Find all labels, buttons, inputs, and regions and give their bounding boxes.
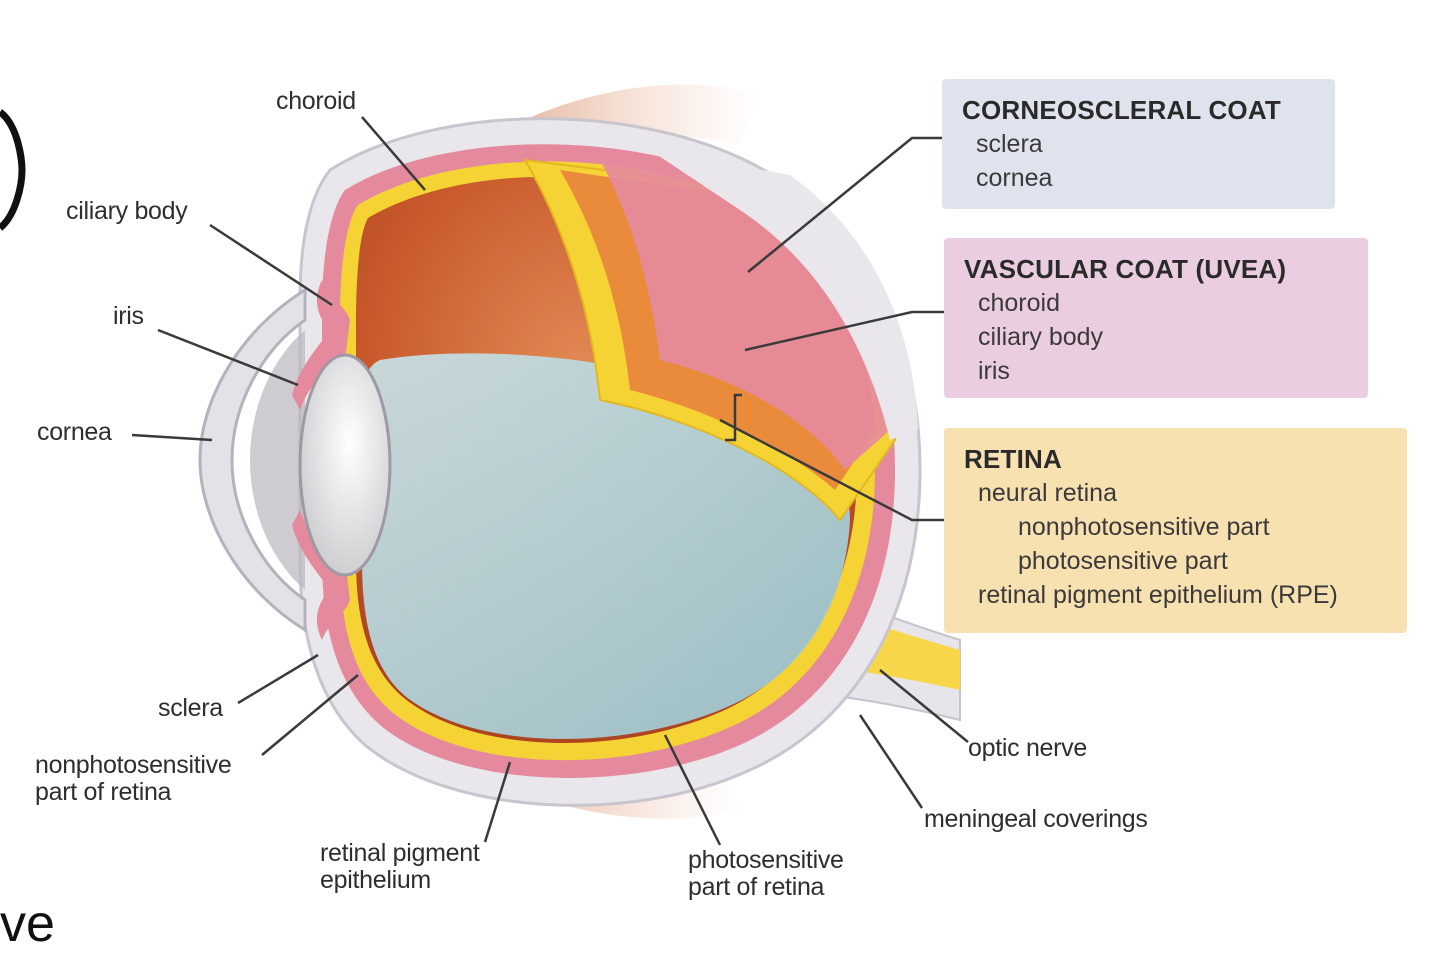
eye-cross-section-illustration [131,84,969,846]
label-rpe-2: epithelium [320,866,431,894]
retina-bracket [725,393,742,442]
label-photosensitive-1: photosensitive [688,846,844,874]
label-cornea: cornea [37,418,112,446]
corneoscleral-item-sclera: sclera [976,130,1043,158]
lens [298,353,392,577]
vascular-item-iris: iris [978,357,1010,385]
retina-sub-photosensitive: photosensitive part [1018,547,1228,575]
retina-item-neural: neural retina [978,479,1117,507]
label-optic-nerve: optic nerve [968,734,1087,762]
text-fragment-bottom: ve [0,895,55,953]
label-meningeal-coverings: meningeal coverings [924,805,1148,833]
label-nonphotosensitive-2: part of retina [35,778,172,806]
label-iris: iris [113,302,144,330]
ciliary-iris-bottom [292,510,350,640]
label-rpe-1: retinal pigment [320,839,480,867]
cutaway-sclera [650,150,918,440]
retina-item-rpe: retinal pigment epithelium (RPE) [978,581,1338,609]
label-choroid: choroid [276,87,356,115]
label-sclera: sclera [158,694,223,722]
label-ciliary-body: ciliary body [66,197,188,225]
retina-box: RETINA neural retina nonphotosensitive p… [944,428,1407,633]
cornea-shape [198,287,307,633]
ciliary-iris-top [292,280,350,410]
label-nonphotosensitive-1: nonphotosensitive [35,751,232,779]
vascular-title: VASCULAR COAT (UVEA) [964,254,1287,284]
retina-sub-nonphotosensitive: nonphotosensitive part [1018,513,1270,541]
partial-circle-fragment [0,109,26,231]
vascular-item-choroid: choroid [978,289,1060,317]
anterior-chamber [250,330,305,590]
label-photosensitive-2: part of retina [688,873,825,901]
leader-lines [131,116,969,846]
vitreous-body [362,353,850,739]
retina-title: RETINA [964,444,1062,474]
corneoscleral-coat-box: CORNEOSCLERAL COAT sclera cornea [942,79,1335,209]
corneoscleral-item-cornea: cornea [976,164,1053,192]
vascular-item-ciliary-body: ciliary body [978,323,1104,351]
vascular-coat-box: VASCULAR COAT (UVEA) choroid ciliary bod… [944,238,1368,398]
corneoscleral-title: CORNEOSCLERAL COAT [962,95,1281,125]
